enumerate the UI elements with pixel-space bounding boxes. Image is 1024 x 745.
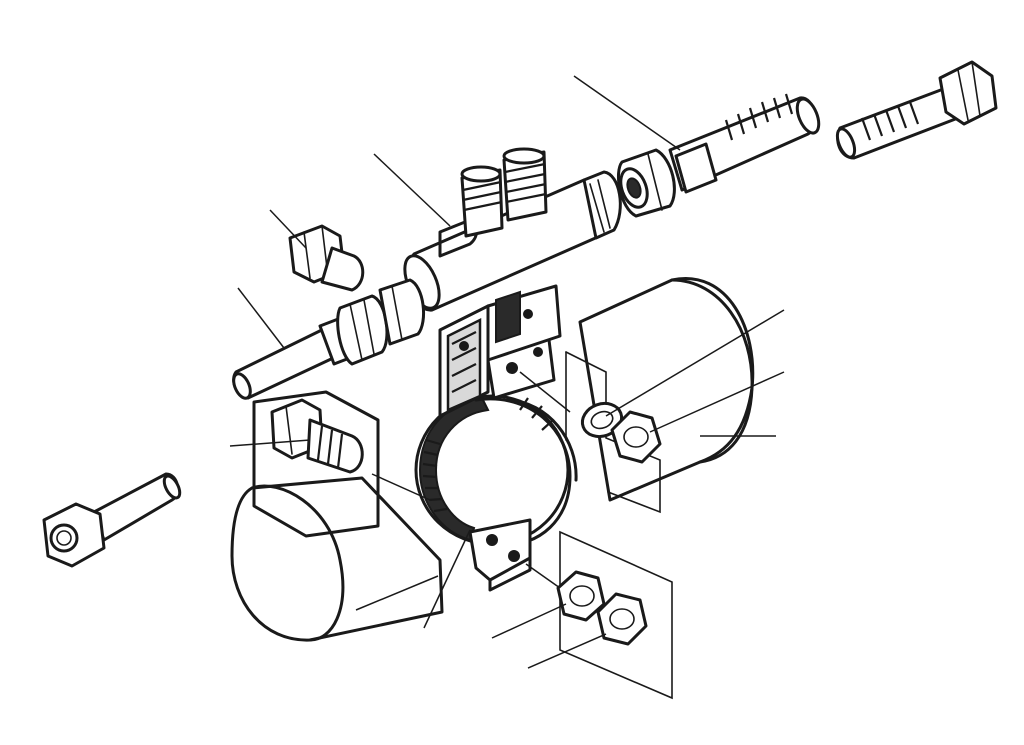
leader-hex-nut <box>649 371 785 433</box>
union-nut-left <box>336 278 425 366</box>
leader-lower-nut <box>527 633 607 669</box>
manifold-nozzle-right <box>502 147 548 222</box>
leader-lower-washer <box>491 603 567 639</box>
gasket-plate-lower-right <box>559 530 673 700</box>
pipe-clamp-band <box>414 330 578 592</box>
leader-tube <box>237 287 285 349</box>
leader-lines <box>229 75 785 669</box>
manifold-body <box>403 147 622 312</box>
leader-cap-nut <box>269 209 307 249</box>
manifold-nozzle-left <box>460 165 504 238</box>
cap-nut-left <box>288 224 365 292</box>
manifold-support <box>438 284 562 418</box>
leader-spring-washer <box>605 309 785 417</box>
pipe-left-large <box>230 476 444 642</box>
union-nut-right <box>617 148 676 218</box>
leader-left-pipe <box>355 575 439 611</box>
rod-thread-marks <box>724 93 794 141</box>
assembly-axis-lines <box>371 371 571 589</box>
bolt-thread-marks <box>860 101 920 141</box>
threaded-rod-right <box>668 93 821 194</box>
long-bolt-right <box>835 60 998 160</box>
leader-clamp <box>423 529 471 629</box>
gasket-plate-left <box>252 390 380 538</box>
hex-nut-lower <box>596 592 648 646</box>
stud-bolt-middle <box>270 398 364 474</box>
hex-nut-upper <box>610 410 662 464</box>
leader-stud-bolt <box>229 439 311 447</box>
leader-threaded-rod <box>573 75 681 151</box>
bolt-bottom-left <box>42 472 182 568</box>
leader-manifold <box>373 153 451 227</box>
